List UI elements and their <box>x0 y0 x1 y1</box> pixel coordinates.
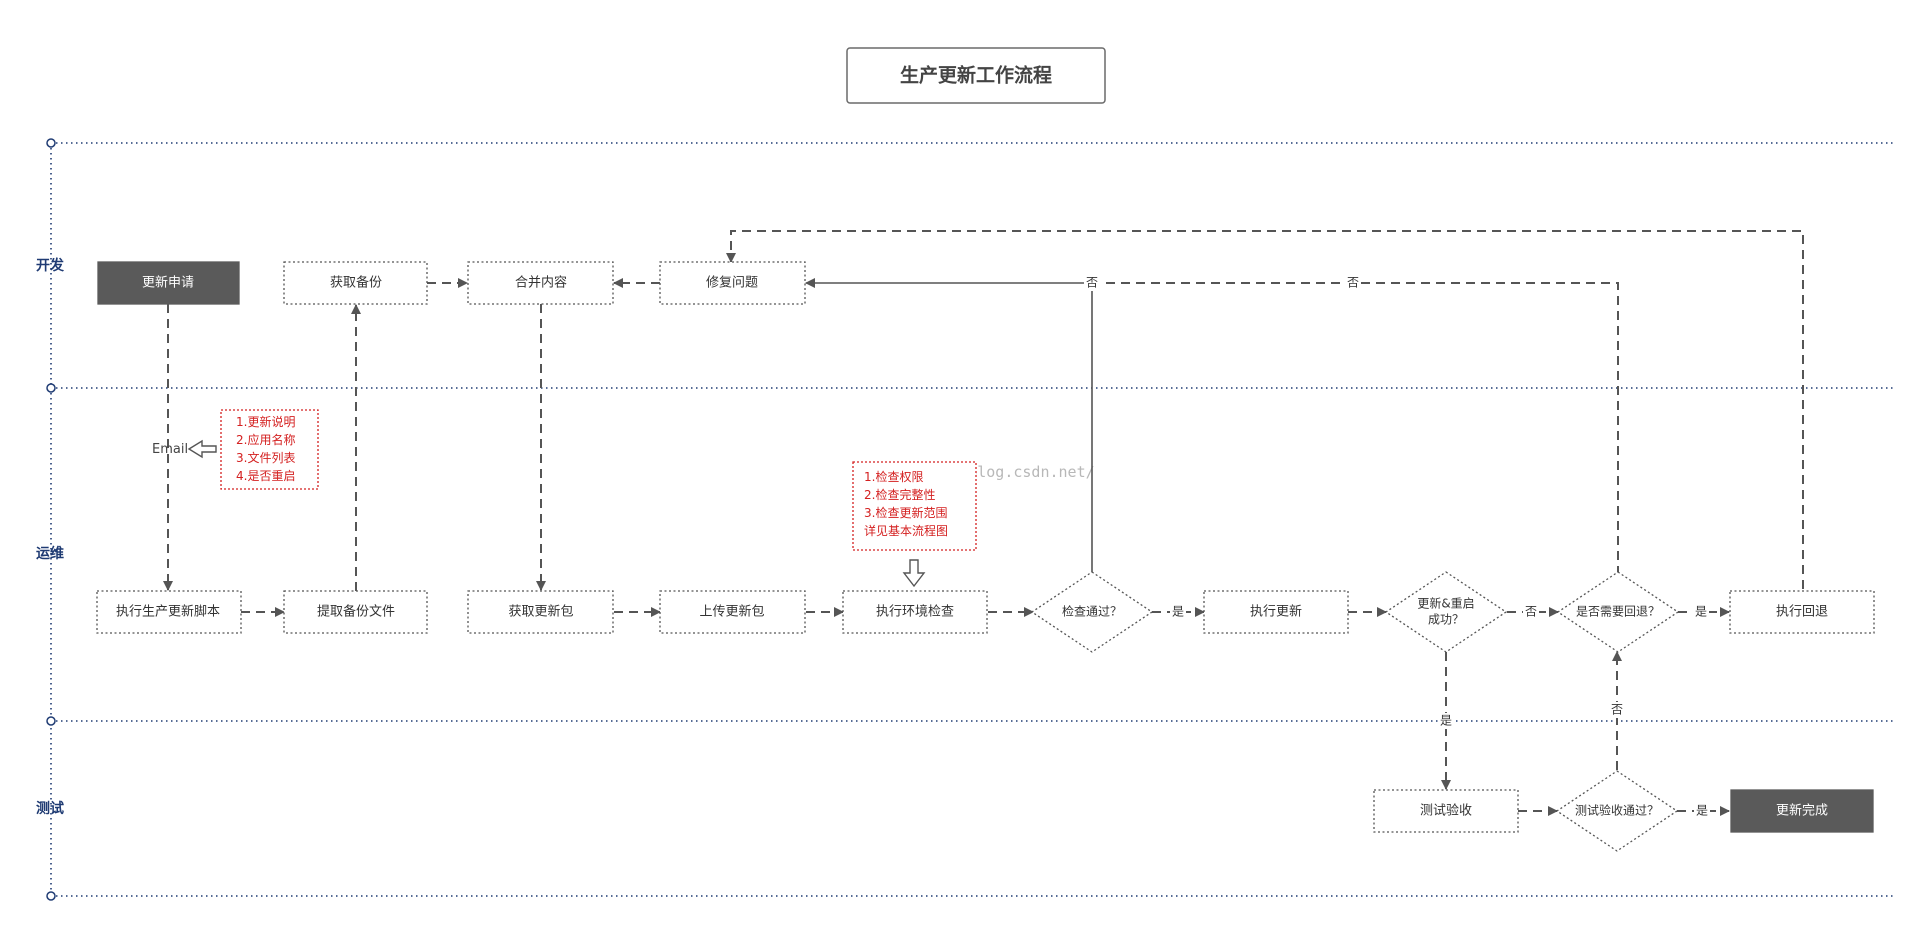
edge-label-no: 否 <box>1611 703 1623 717</box>
lane-marker <box>46 716 56 726</box>
svg-text:测试验收通过？: 测试验收通过？ <box>1575 803 1659 818</box>
svg-text:获取备份: 获取备份 <box>330 275 382 291</box>
svg-text:执行环境检查: 执行环境检查 <box>876 605 954 620</box>
note-check-line: 1.检查权限 <box>864 469 923 484</box>
svg-text:修复问题: 修复问题 <box>706 276 758 291</box>
email-annotation: Email 1.更新说明 2.应用名称 3.文件列表 4.是否重启 <box>152 409 319 490</box>
svg-text:测试验收: 测试验收 <box>1420 803 1472 819</box>
svg-text:提取备份文件: 提取备份文件 <box>317 604 395 620</box>
node-update-request[interactable]: 更新申请 <box>97 261 240 305</box>
note-email-line: 3.文件列表 <box>236 450 295 465</box>
edge-label-no: 否 <box>1086 276 1098 290</box>
svg-text:获取更新包: 获取更新包 <box>508 604 573 620</box>
lane-marker <box>46 138 56 148</box>
decision-check-pass[interactable]: 检查通过？ <box>1030 571 1154 653</box>
edge-rollback-to-fix <box>726 230 1804 589</box>
svg-text:执行回退: 执行回退 <box>1776 605 1828 620</box>
node-exec-script[interactable]: 执行生产更新脚本 <box>96 590 242 634</box>
decision-test-pass[interactable]: 测试验收通过？ <box>1555 770 1679 852</box>
edge-labels: 否 否 是 否 是 是 否 是 <box>1084 275 1710 819</box>
note-email-line: 1.更新说明 <box>236 414 295 429</box>
node-get-backup[interactable]: 获取备份 <box>283 261 428 305</box>
note-check-line: 3.检查更新范围 <box>864 505 947 520</box>
edge-label-no: 否 <box>1525 605 1537 619</box>
lane-marker <box>46 891 56 901</box>
edge-norollback-to-fix <box>1092 282 1619 575</box>
note-check-box <box>852 461 977 551</box>
title-box: 生产更新工作流程 <box>846 47 1106 104</box>
svg-text:更新完成: 更新完成 <box>1776 803 1828 819</box>
node-exec-rollback[interactable]: 执行回退 <box>1729 590 1875 634</box>
svg-text:合并内容: 合并内容 <box>515 275 567 291</box>
note-email-box <box>220 409 319 490</box>
svg-text:执行更新: 执行更新 <box>1250 604 1302 620</box>
node-update-done[interactable]: 更新完成 <box>1730 789 1874 833</box>
node-test-accept[interactable]: 测试验收 <box>1373 789 1519 833</box>
svg-text:上传更新包: 上传更新包 <box>699 604 764 620</box>
edge-label-yes: 是 <box>1695 605 1707 619</box>
hollow-arrow-left-icon <box>187 439 217 459</box>
node-merge-content[interactable]: 合并内容 <box>467 261 614 305</box>
lane-label-dev: 开发 <box>36 257 65 274</box>
svg-text:更新申请: 更新申请 <box>142 275 194 291</box>
edge-label-yes: 是 <box>1696 804 1708 818</box>
node-env-check[interactable]: 执行环境检查 <box>842 590 988 634</box>
svg-text:执行生产更新脚本: 执行生产更新脚本 <box>116 604 220 620</box>
hollow-arrow-down-icon <box>902 559 926 588</box>
env-check-annotation: 1.检查权限 2.检查完整性 3.检查更新范围 详见基本流程图 <box>852 461 977 588</box>
edge-label-yes: 是 <box>1172 605 1184 619</box>
edge-label-yes: 是 <box>1440 714 1452 728</box>
decision-update-success[interactable]: 更新&重启 成功？ <box>1384 571 1508 653</box>
email-label: Email <box>152 442 188 457</box>
note-check-line: 2.检查完整性 <box>864 487 935 502</box>
node-exec-update[interactable]: 执行更新 <box>1203 590 1349 634</box>
lane-marker <box>46 383 56 393</box>
svg-text:是否需要回退？: 是否需要回退？ <box>1576 605 1660 619</box>
edges <box>163 230 1804 816</box>
page-title: 生产更新工作流程 <box>900 64 1052 87</box>
note-check-line: 详见基本流程图 <box>864 523 948 538</box>
svg-text:检查通过？: 检查通过？ <box>1062 604 1122 619</box>
decision-need-rollback[interactable]: 是否需要回退？ <box>1556 571 1680 653</box>
node-fix-issue[interactable]: 修复问题 <box>659 261 806 305</box>
node-extract-backup[interactable]: 提取备份文件 <box>283 590 428 634</box>
note-email-line: 4.是否重启 <box>236 469 295 483</box>
lane-label-test: 测试 <box>36 800 64 817</box>
edge-label-no: 否 <box>1347 276 1359 290</box>
lane-label-ops: 运维 <box>36 545 64 562</box>
svg-text:成功？: 成功？ <box>1428 613 1464 627</box>
node-get-package[interactable]: 获取更新包 <box>467 590 614 634</box>
svg-text:更新&重启: 更新&重启 <box>1417 596 1474 611</box>
node-upload-package[interactable]: 上传更新包 <box>659 590 806 634</box>
swimlanes: 开发 运维 测试 <box>36 138 1895 901</box>
note-email-line: 2.应用名称 <box>236 432 295 447</box>
